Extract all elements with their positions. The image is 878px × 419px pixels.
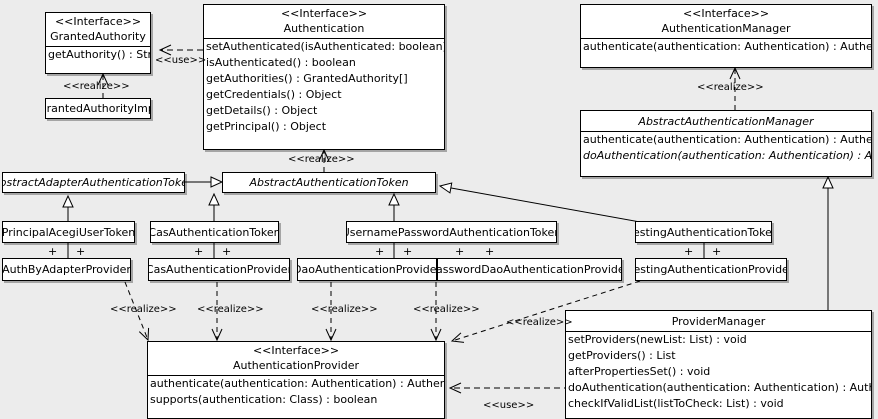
class-name: AbstractAdapterAuthenticationToken [2, 176, 185, 189]
class-name: PrincipalAcegiUserToken [2, 225, 135, 239]
method-row: doAuthentication(authentication: Authent… [568, 381, 871, 394]
relationship-label-realize-testing-provider: <<realize>> [506, 317, 573, 328]
class-name: TestingAuthenticationProvider [635, 263, 787, 276]
class-name: AuthByAdapterProvider [2, 263, 131, 276]
class-abstract-adapter-authentication-token[interactable]: AbstractAdapterAuthenticationToken [2, 172, 185, 193]
class-header: ProviderManager [566, 311, 871, 331]
relationship-label-realize-auth-by-adapter: <<realize>> [110, 304, 177, 315]
method-row: doAuthentication(authentication: Authent… [583, 149, 872, 162]
stereotype-label: <<Interface>> [682, 7, 770, 20]
class-name: UsernamePasswordAuthenticationToken [346, 225, 557, 239]
class-header: <<Interface>> AuthenticationManager [581, 5, 871, 38]
association-marker-plus: + [712, 245, 722, 258]
methods-compartment: setProviders(newList: List) : void getPr… [566, 331, 871, 412]
association-marker-plus: + [194, 245, 204, 258]
class-name: ProviderManager [671, 315, 766, 328]
association-marker-plus: + [684, 245, 694, 258]
class-header: <<Interface>> AuthenticationProvider [148, 342, 444, 375]
class-name: GrantedAuthorityImpl [46, 102, 150, 115]
stereotype-label: <<Interface>> [280, 7, 368, 20]
class-name: CasAuthenticationToken [150, 225, 279, 239]
class-name: AbstractAuthenticationManager [638, 115, 814, 128]
class-name: AuthenticationManager [661, 22, 791, 35]
stereotype-label: <<Interface>> [252, 344, 340, 357]
stereotype-label: <<Interface>> [54, 15, 142, 28]
association-marker-plus: + [222, 245, 232, 258]
method-row: getAuthorities() : GrantedAuthority[] [206, 72, 408, 85]
class-cas-authentication-provider[interactable]: CasAuthenticationProvider [148, 258, 290, 281]
association-marker-plus: + [48, 245, 58, 258]
class-name: DaoAuthenticationProvider [297, 263, 437, 276]
class-testing-authentication-provider[interactable]: TestingAuthenticationProvider [635, 258, 787, 281]
class-header: <<Interface>> Authentication [204, 5, 444, 38]
class-authentication-manager[interactable]: <<Interface>> AuthenticationManager auth… [580, 4, 872, 68]
relationship-label-realize-granted-authority-impl: <<realize>> [63, 81, 130, 92]
relationship-label-use-granted-authority: <<use>> [155, 55, 207, 66]
class-abstract-authentication-manager[interactable]: AbstractAuthenticationManager authentica… [580, 110, 872, 177]
association-marker-plus: + [485, 245, 495, 258]
association-marker-plus: + [375, 245, 385, 258]
class-dao-authentication-provider[interactable]: DaoAuthenticationProvider [297, 258, 437, 281]
method-row: supports(authentication: Class) : boolea… [150, 393, 378, 406]
class-cas-authentication-token[interactable]: CasAuthenticationToken [150, 221, 279, 243]
relationship-label-realize-cas-provider: <<realize>> [197, 304, 264, 315]
methods-compartment: getAuthority() : String [46, 46, 150, 63]
relationship-label-use-provider-manager: <<use>> [483, 400, 535, 411]
class-name: Authentication [283, 22, 365, 35]
class-granted-authority-impl[interactable]: GrantedAuthorityImpl [45, 98, 151, 119]
class-username-password-authentication-token[interactable]: UsernamePasswordAuthenticationToken [346, 221, 557, 243]
method-row: getProviders() : List [568, 349, 676, 362]
relationship-label-realize-authentication-manager: <<realize>> [697, 82, 764, 93]
class-name: AuthenticationProvider [232, 359, 360, 372]
class-name: AbstractAuthenticationToken [249, 176, 409, 189]
method-row: checkIfValidList(listToCheck: List) : vo… [568, 397, 784, 410]
class-name: TestingAuthenticationToken [635, 225, 772, 239]
methods-compartment: authenticate(authentication: Authenticat… [581, 38, 871, 55]
class-principal-acegi-user-token[interactable]: PrincipalAcegiUserToken [2, 221, 135, 243]
method-row: authenticate(authentication: Authenticat… [150, 377, 444, 390]
method-row: isAuthenticated() : boolean [206, 56, 356, 69]
method-row: afterPropertiesSet() : void [568, 365, 711, 378]
methods-compartment: setAuthenticated(isAuthenticated: boolea… [204, 38, 444, 135]
class-abstract-authentication-token[interactable]: AbstractAuthenticationToken [222, 172, 436, 193]
class-authentication-provider[interactable]: <<Interface>> AuthenticationProvider aut… [147, 341, 445, 419]
method-row: getDetails() : Object [206, 104, 318, 117]
class-name: GrantedAuthority [50, 30, 146, 43]
class-testing-authentication-token[interactable]: TestingAuthenticationToken [635, 221, 772, 243]
class-granted-authority[interactable]: <<Interface>> GrantedAuthority getAuthor… [45, 12, 151, 74]
methods-compartment: authenticate(authentication: Authenticat… [148, 375, 444, 408]
method-row: setAuthenticated(isAuthenticated: boolea… [206, 40, 445, 53]
method-row: getAuthority() : String [48, 48, 151, 61]
class-header: AbstractAuthenticationManager [581, 111, 871, 131]
class-password-dao-authentication-provider[interactable]: PasswordDaoAuthenticationProvider [437, 258, 622, 281]
methods-compartment: authenticate(authentication: Authenticat… [581, 131, 871, 164]
class-name: PasswordDaoAuthenticationProvider [437, 263, 622, 276]
association-marker-plus: + [455, 245, 465, 258]
method-row: getCredentials() : Object [206, 88, 342, 101]
method-row: setProviders(newList: List) : void [568, 333, 747, 346]
method-row: authenticate(authentication: Authenticat… [583, 40, 872, 53]
association-marker-plus: + [76, 245, 86, 258]
relationship-label-realize-password-dao-provider: <<realize>> [413, 304, 480, 315]
class-authentication[interactable]: <<Interface>> Authentication setAuthenti… [203, 4, 445, 150]
method-row: getPrincipal() : Object [206, 120, 327, 133]
relationship-label-realize-authentication: <<realize>> [288, 154, 355, 165]
class-auth-by-adapter-provider[interactable]: AuthByAdapterProvider [2, 258, 131, 281]
relationship-label-realize-dao-provider: <<realize>> [311, 304, 378, 315]
class-provider-manager[interactable]: ProviderManager setProviders(newList: Li… [565, 310, 872, 419]
association-marker-plus: + [403, 245, 413, 258]
method-row: authenticate(authentication: Authenticat… [583, 133, 872, 146]
class-header: <<Interface>> GrantedAuthority [46, 13, 150, 46]
class-name: CasAuthenticationProvider [148, 263, 290, 276]
